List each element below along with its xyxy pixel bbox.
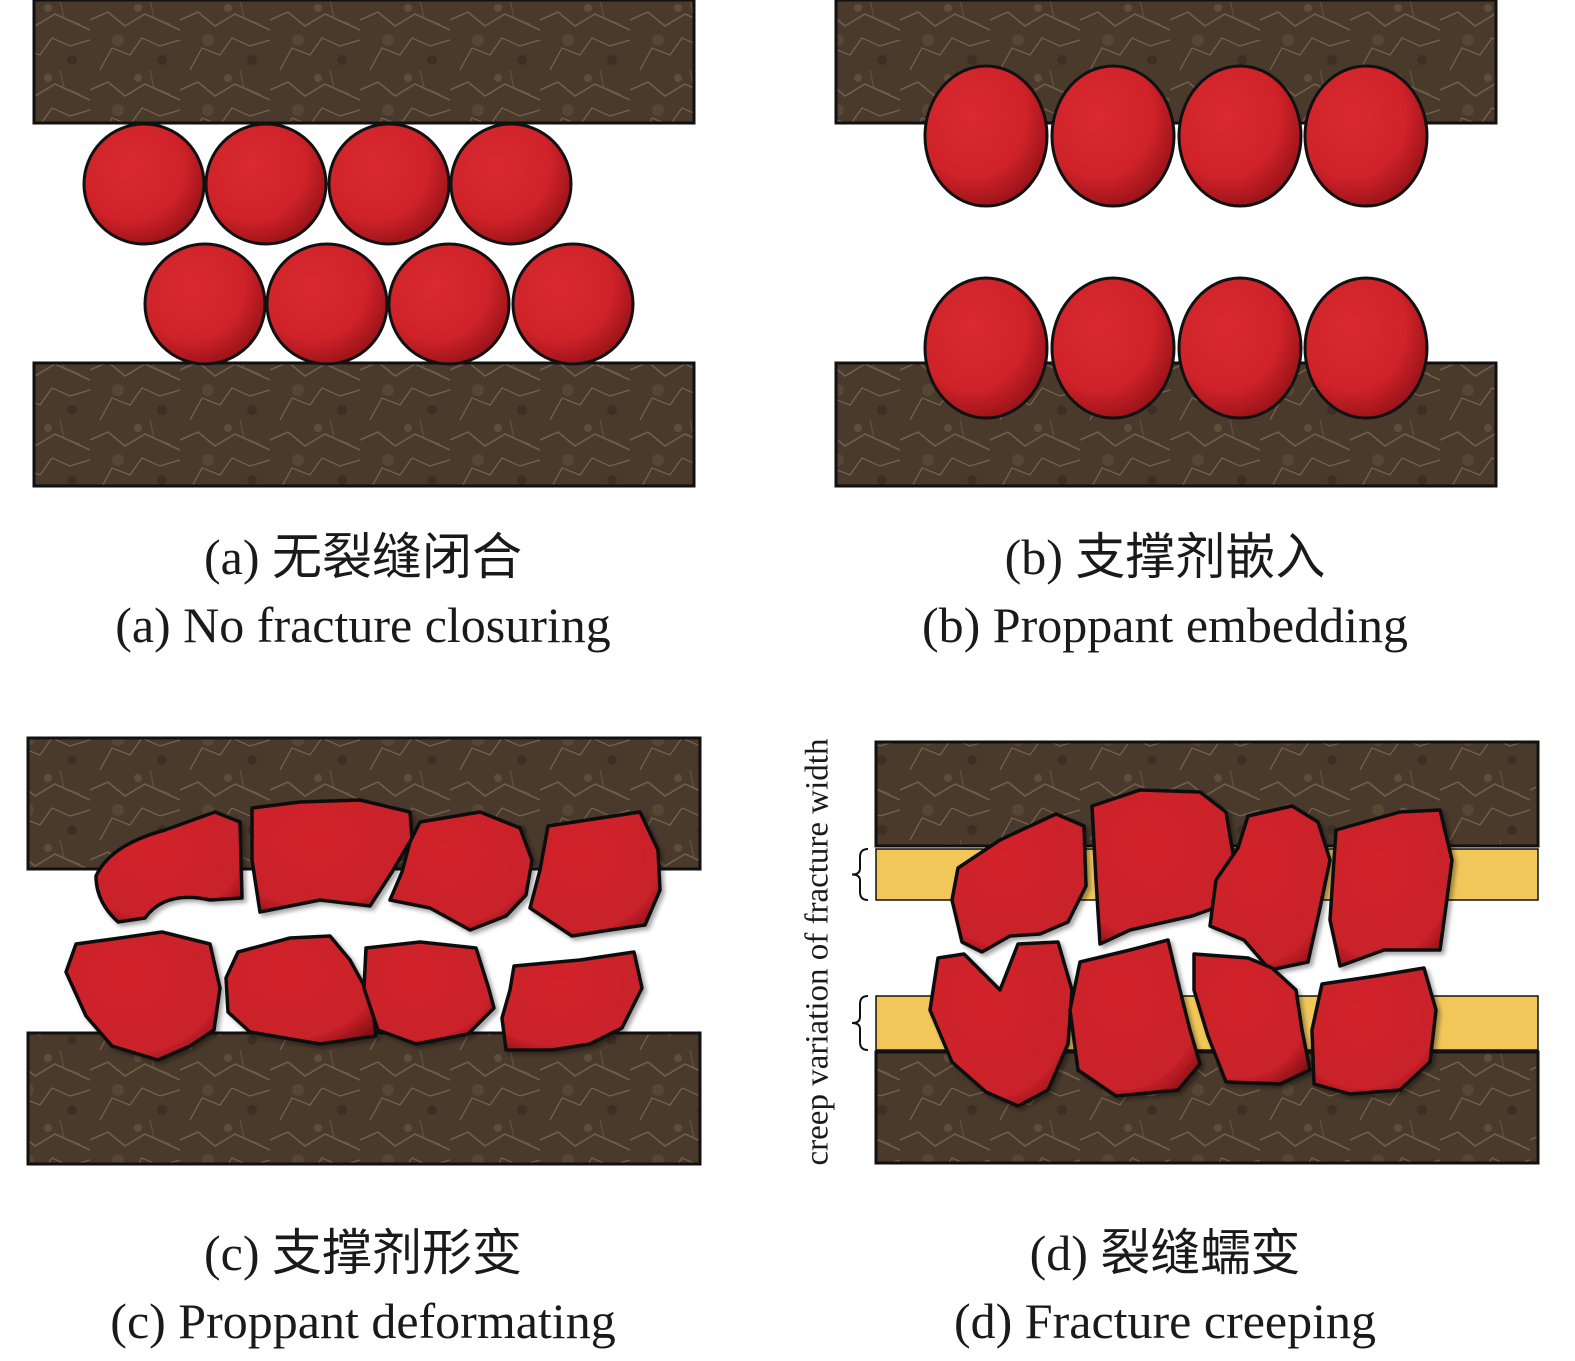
panel-b-proppant-upper-2 [1050, 64, 1176, 208]
panel-c-proppant-7 [362, 940, 496, 1046]
panel-a-proppant-upper-3 [327, 122, 451, 246]
panel-b-proppant-lower-2 [1050, 276, 1176, 420]
panel-a-rock-bottom [32, 361, 696, 488]
panel-b-proppant-lower-1 [923, 276, 1049, 420]
caption-a-zh: (a) 无裂缝闭合 [204, 529, 522, 585]
panel-c-proppant-1 [94, 810, 244, 924]
panel-c-proppant-6 [224, 934, 378, 1046]
panel-d-proppant-7 [1192, 952, 1312, 1086]
panel-a-proppant-lower-4 [511, 242, 635, 366]
caption-b-zh: (b) 支撑剂嵌入 [1004, 529, 1326, 585]
panel-d-brace-lower [851, 995, 869, 1051]
panel-d-proppant-8 [1310, 966, 1438, 1096]
panel-d-proppant-3 [1208, 804, 1332, 972]
panel-d-proppant-4 [1328, 808, 1454, 968]
panel-a-rock-top [32, 0, 696, 125]
panel-d-proppant-5 [928, 940, 1074, 1108]
panel-d-brace-upper [851, 848, 869, 901]
panel-c-proppant-5 [64, 930, 222, 1062]
panel-c-proppant-8 [500, 950, 644, 1052]
caption-d-en: (d) Fracture creeping [954, 1293, 1376, 1349]
panel-d-proppant-1 [950, 812, 1088, 954]
caption-c-en: (c) Proppant deformating [110, 1293, 616, 1349]
panel-c-proppant-2 [250, 798, 414, 914]
caption-b-en: (b) Proppant embedding [921, 597, 1408, 653]
caption-c-zh: (c) 支撑剂形变 [204, 1225, 522, 1281]
panel-c-proppant-3 [388, 810, 534, 932]
panel-b-proppant-upper-3 [1177, 64, 1303, 208]
panel-b-proppant-upper-1 [923, 64, 1049, 208]
panel-a-proppant-upper-4 [449, 122, 573, 246]
panel-b-proppant-lower-3 [1177, 276, 1303, 420]
panel-d-proppant-6 [1068, 938, 1202, 1098]
panel-a-proppant-lower-3 [387, 242, 511, 366]
creep-width-label-text: creep variation of fracture width [799, 738, 836, 1166]
panel-b-proppant-upper-4 [1303, 64, 1429, 208]
panel-a-proppant-lower-2 [265, 242, 389, 366]
panel-c-proppant-4 [528, 810, 662, 938]
panel-a-proppant-upper-2 [204, 122, 328, 246]
caption-d-zh: (d) 裂缝蠕变 [1029, 1225, 1301, 1281]
panel-a-proppant-upper-1 [82, 122, 206, 246]
panel-b-proppant-lower-4 [1303, 276, 1429, 420]
panel-a-proppant-lower-1 [143, 242, 267, 366]
caption-a-en: (a) No fracture closuring [115, 597, 611, 653]
